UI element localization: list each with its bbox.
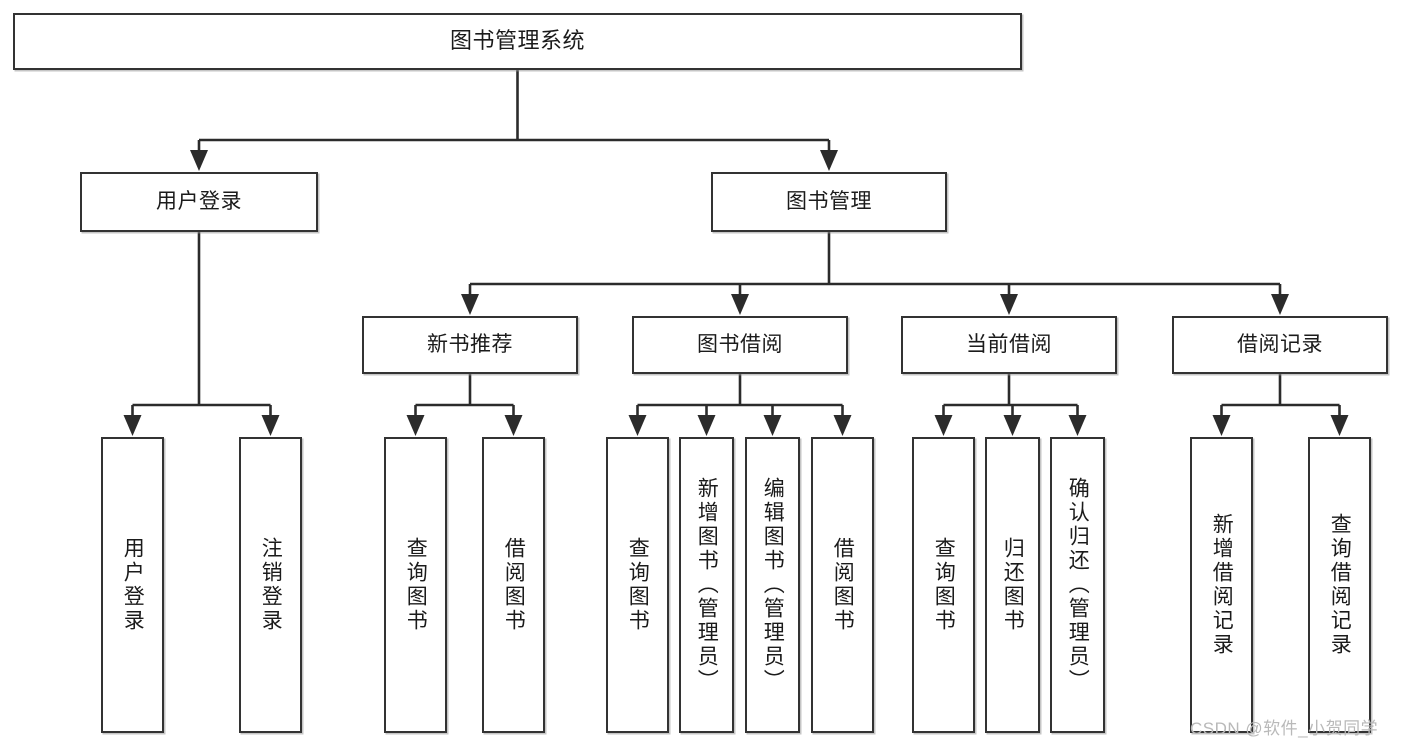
watermark: CSDN @软件_小贺同学 [1190, 719, 1379, 738]
connector-arrowhead [261, 415, 280, 436]
connector-arrowhead [934, 415, 953, 436]
connector-arrowhead [820, 150, 838, 171]
connector-arrowhead [461, 294, 479, 315]
leaf-node[interactable]: 新增借阅记录 [1190, 437, 1253, 733]
node-label: 查询图书 [404, 537, 428, 633]
connector-arrowhead [406, 415, 425, 436]
connector-arrowhead [1212, 415, 1231, 436]
connector-arrowhead [833, 415, 852, 436]
node-label: 新增借阅记录 [1210, 513, 1234, 657]
connector-arrowhead [763, 415, 782, 436]
branch-node[interactable]: 新书推荐 [362, 316, 578, 374]
leaf-node[interactable]: 借阅图书 [482, 437, 545, 733]
connector-arrowhead [504, 415, 523, 436]
leaf-node[interactable]: 查询图书 [384, 437, 447, 733]
connector-arrowhead [1068, 415, 1087, 436]
branch-node[interactable]: 用户登录 [80, 172, 318, 232]
node-label: 新增图书（管理员） [695, 477, 719, 693]
node-label: 借阅记录 [1237, 333, 1323, 357]
leaf-node[interactable]: 查询图书 [606, 437, 669, 733]
node-label: 新书推荐 [427, 333, 513, 357]
leaf-node[interactable]: 注销登录 [239, 437, 302, 733]
branch-node[interactable]: 图书借阅 [632, 316, 848, 374]
node-label: 借阅图书 [831, 537, 855, 633]
leaf-node[interactable]: 借阅图书 [811, 437, 874, 733]
connector-arrowhead [628, 415, 647, 436]
branch-node[interactable]: 图书管理 [711, 172, 947, 232]
leaf-node[interactable]: 编辑图书（管理员） [745, 437, 800, 733]
node-label: 借阅图书 [502, 537, 526, 633]
branch-node[interactable]: 借阅记录 [1172, 316, 1388, 374]
node-label: 图书管理系统 [449, 28, 585, 54]
connector-arrowhead [731, 294, 749, 315]
node-label: 图书管理 [786, 190, 872, 214]
connector-arrowhead [190, 150, 208, 171]
connector-arrowhead [697, 415, 716, 436]
node-label: 用户登录 [156, 190, 242, 214]
leaf-node[interactable]: 新增图书（管理员） [679, 437, 734, 733]
node-label: 查询图书 [932, 537, 956, 633]
leaf-node[interactable]: 确认归还（管理员） [1050, 437, 1105, 733]
connector-arrowhead [1330, 415, 1349, 436]
node-label: 编辑图书（管理员） [761, 477, 785, 693]
leaf-node[interactable]: 用户登录 [101, 437, 164, 733]
node-label: 注销登录 [259, 537, 283, 633]
node-label: 用户登录 [121, 537, 145, 633]
branch-node[interactable]: 当前借阅 [901, 316, 1117, 374]
root-node[interactable]: 图书管理系统 [13, 13, 1022, 70]
node-label: 查询图书 [626, 537, 650, 633]
connector-arrowhead [123, 415, 142, 436]
connector-arrowhead [1003, 415, 1022, 436]
node-label: 归还图书 [1001, 537, 1025, 633]
leaf-node[interactable]: 查询图书 [912, 437, 975, 733]
node-label: 确认归还（管理员） [1066, 477, 1090, 693]
node-label: 当前借阅 [966, 333, 1052, 357]
leaf-node[interactable]: 归还图书 [985, 437, 1040, 733]
connector-arrowhead [1000, 294, 1018, 315]
node-label: 查询借阅记录 [1328, 513, 1352, 657]
node-label: 图书借阅 [697, 333, 783, 357]
connector-arrowhead [1271, 294, 1289, 315]
leaf-node[interactable]: 查询借阅记录 [1308, 437, 1371, 733]
